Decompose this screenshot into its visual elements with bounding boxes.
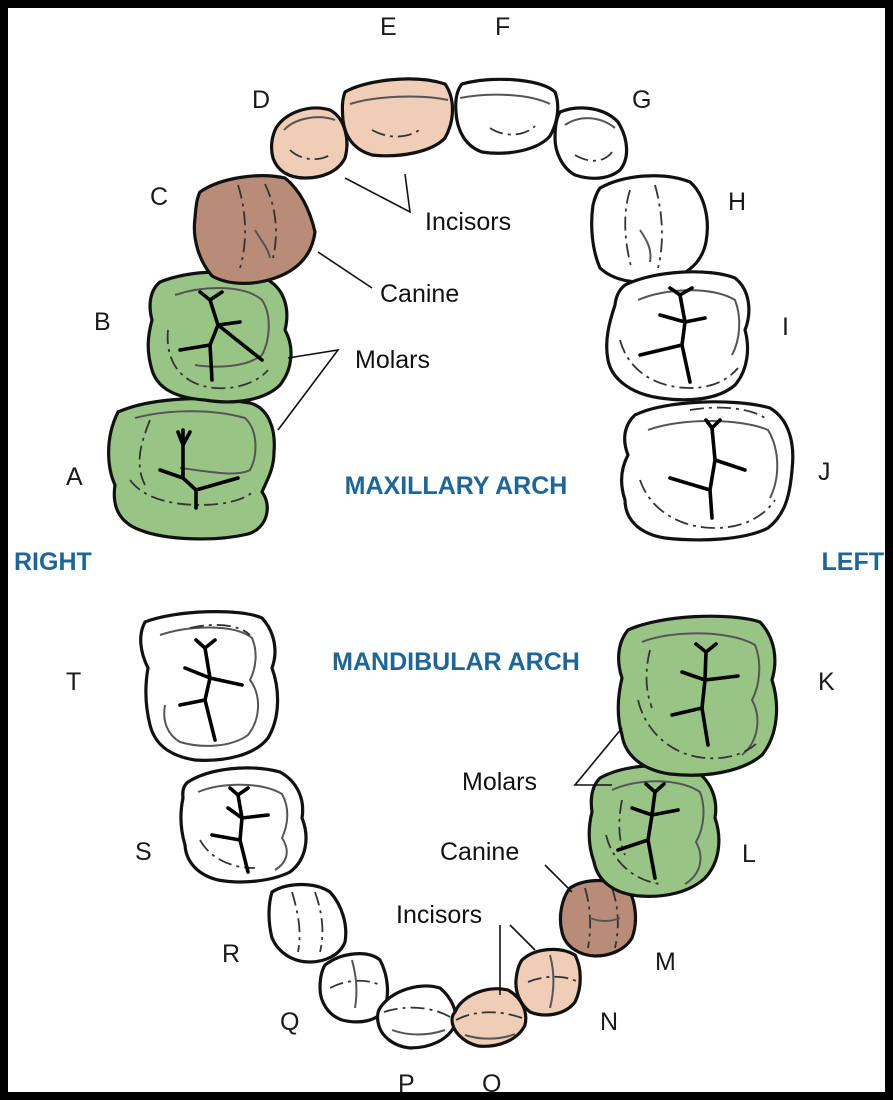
letter-G: G <box>632 86 651 114</box>
letter-E: E <box>380 13 397 41</box>
tooth-N-outline <box>516 949 580 1015</box>
tooth-C <box>194 176 315 284</box>
tooth-F <box>456 79 558 153</box>
tooth-P <box>378 986 456 1048</box>
letter-O: O <box>482 1070 501 1098</box>
tooth-K <box>618 616 776 775</box>
letter-H: H <box>728 188 746 216</box>
tooth-R <box>269 885 346 963</box>
tooth-E-outline <box>342 79 452 156</box>
tooth-C-outline <box>194 176 315 284</box>
letter-L: L <box>742 840 756 868</box>
frame-border <box>4 4 889 1096</box>
tooth-H <box>592 176 708 283</box>
tooth-B <box>148 272 291 402</box>
tooth-A <box>109 399 275 539</box>
letter-T: T <box>66 668 81 696</box>
letter-Q: Q <box>280 1008 299 1036</box>
tooth-G <box>555 108 627 178</box>
tooth-O <box>452 989 526 1047</box>
letter-P: P <box>398 1070 415 1098</box>
tooth-R-outline <box>269 885 346 963</box>
tooth-J <box>622 402 793 540</box>
tooth-S <box>181 768 306 882</box>
letter-F: F <box>495 13 510 41</box>
letter-A: A <box>66 463 83 491</box>
letter-M: M <box>655 948 676 976</box>
letter-I: I <box>782 313 789 341</box>
leader-upper-incisors <box>345 174 410 212</box>
tooth-H-outline <box>592 176 708 283</box>
letter-C: C <box>150 183 168 211</box>
callout-lower-incisors: Incisors <box>396 901 482 929</box>
letter-D: D <box>252 86 270 114</box>
letter-S: S <box>135 838 152 866</box>
callout-upper-incisors: Incisors <box>425 208 511 236</box>
title-mandibular-arch: MANDIBULAR ARCH <box>332 648 580 676</box>
tooth-F-outline <box>456 79 558 153</box>
leader-upper-canine <box>318 252 372 288</box>
tooth-D <box>272 108 347 178</box>
side-label-right: RIGHT <box>14 548 92 576</box>
mandibular-arch: MANDIBULAR ARCH <box>66 612 835 1098</box>
tooth-N <box>516 949 580 1015</box>
side-label-left: LEFT <box>822 548 885 576</box>
maxillary-arch: A B C D E F G H I J Incisors Canine Mola… <box>66 13 831 540</box>
callout-upper-canine: Canine <box>380 280 459 308</box>
letter-K: K <box>818 668 835 696</box>
tooth-E <box>342 79 452 156</box>
letter-J: J <box>818 458 831 486</box>
tooth-I <box>607 272 749 400</box>
letter-R: R <box>222 940 240 968</box>
tooth-P-outline <box>378 986 456 1048</box>
title-maxillary-arch: MAXILLARY ARCH <box>345 472 568 500</box>
letter-N: N <box>600 1008 618 1036</box>
callout-upper-molars: Molars <box>355 346 430 374</box>
leader-lower-canine <box>545 865 572 892</box>
tooth-T <box>141 612 278 761</box>
letter-B: B <box>94 308 111 336</box>
callout-lower-canine: Canine <box>440 838 519 866</box>
callout-lower-molars: Molars <box>462 768 537 796</box>
tooth-K-outline <box>618 616 776 775</box>
